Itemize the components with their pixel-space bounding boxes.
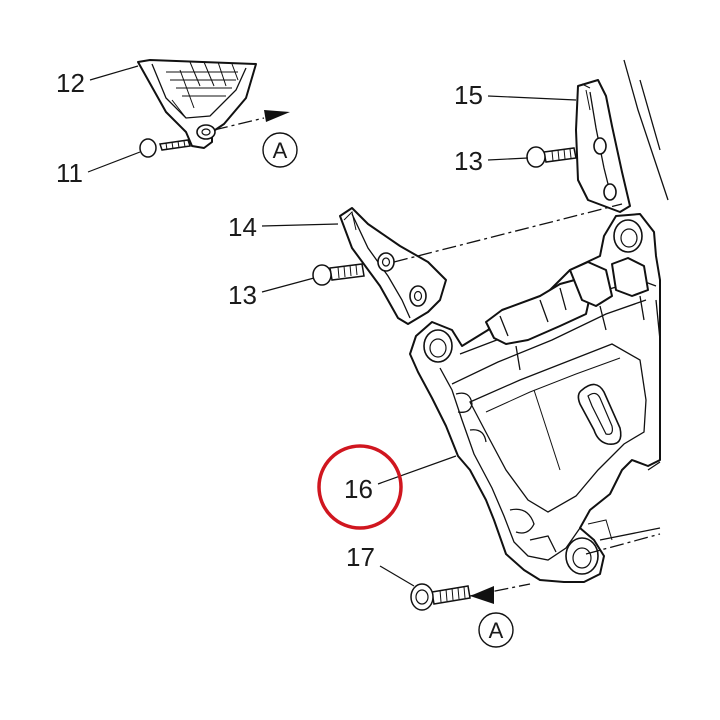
part-16-main-plate[interactable] [409, 213, 661, 583]
callout-12: 12 [56, 68, 85, 98]
leader-13-upper [487, 157, 529, 161]
arrow-to-a-top [264, 110, 290, 122]
callout-14: 14 [228, 212, 257, 242]
highlight-ring-16 [317, 444, 403, 530]
leader-15 [487, 95, 577, 101]
arrow-to-a-bottom [470, 586, 494, 604]
part-12-bracket[interactable] [137, 59, 257, 149]
frame-edge-lower [599, 527, 661, 541]
reference-marker-a-top: A [262, 132, 298, 168]
part-15-bracket[interactable] [575, 79, 631, 213]
reference-marker-a-bottom: A [478, 612, 514, 648]
frame-edge-right [647, 299, 661, 471]
centerline-plate-right [585, 533, 661, 555]
centerline-15-14 [393, 203, 623, 263]
part-17-screw[interactable] [410, 583, 471, 611]
callout-13-lower: 13 [228, 280, 257, 310]
leader-16 [377, 455, 457, 485]
callout-11: 11 [56, 158, 83, 188]
callout-13-upper: 13 [454, 146, 483, 176]
part-11-screw[interactable] [139, 138, 191, 158]
frame-edge-upper [623, 59, 669, 201]
leader-11 [87, 151, 141, 173]
centerline-17-plate [469, 583, 531, 597]
reference-a-top-label: A [273, 138, 288, 163]
reference-a-bottom-label: A [489, 618, 504, 643]
callout-15: 15 [454, 80, 483, 110]
leader-17 [379, 565, 415, 587]
callout-16[interactable]: 16 [344, 474, 373, 504]
leader-12 [89, 65, 139, 81]
leader-13-lower [261, 277, 315, 293]
part-13-upper-screw[interactable] [526, 146, 577, 168]
frame-edge-upper-2 [639, 79, 661, 151]
callout-17: 17 [346, 542, 375, 572]
leader-14 [261, 223, 339, 227]
part-14-bracket[interactable] [339, 207, 447, 325]
centerline-12 [213, 117, 265, 131]
part-13-lower-screw[interactable] [312, 263, 365, 286]
